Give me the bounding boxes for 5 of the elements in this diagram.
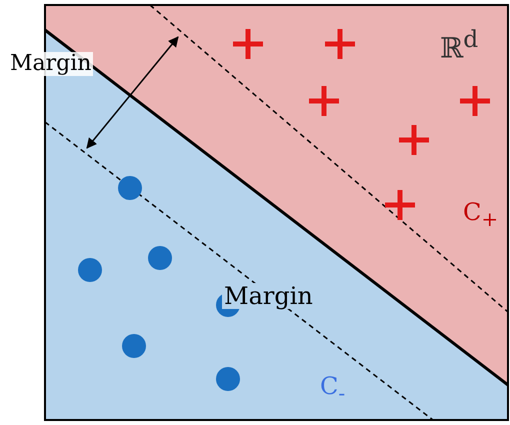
margin-label: Margin (8, 52, 94, 76)
class-label: C$_{+}$ (463, 200, 498, 229)
margin-label: Margin (222, 283, 315, 309)
space-label: ℝ$^{d}$ (440, 28, 478, 62)
class-label: C$_{-}$ (320, 374, 346, 403)
